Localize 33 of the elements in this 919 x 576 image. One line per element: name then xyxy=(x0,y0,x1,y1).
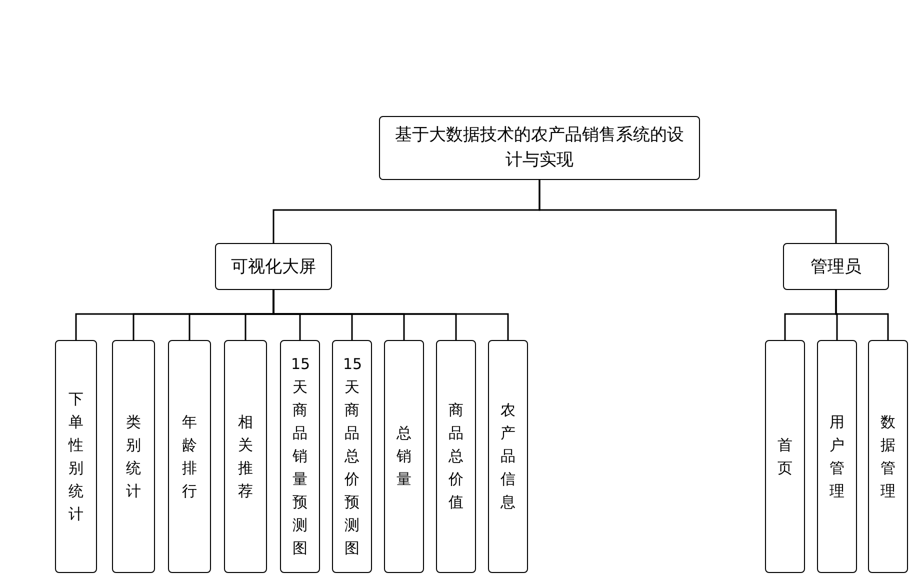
function-box xyxy=(224,340,267,573)
node-label: 农产品信息 xyxy=(500,400,516,513)
function-box xyxy=(112,340,155,573)
node-label: 类别统计 xyxy=(125,412,142,502)
function-box xyxy=(384,340,424,573)
function-box xyxy=(436,340,476,573)
function-box xyxy=(868,340,908,573)
function-box xyxy=(55,340,97,573)
function-box xyxy=(817,340,857,573)
function-box xyxy=(280,340,320,573)
connector-line xyxy=(835,290,889,340)
connector-line xyxy=(272,290,509,340)
function-box xyxy=(332,340,372,573)
node-label: 可视化大屏 xyxy=(231,256,316,278)
title-box xyxy=(379,116,700,180)
node-label: 商品总价值 xyxy=(448,400,464,513)
function-box xyxy=(765,340,805,573)
node-label: 年龄排行 xyxy=(181,412,198,502)
node-label: 基于大数据技术的农产品销售系统的设计与实现 xyxy=(394,124,685,172)
module-box xyxy=(783,243,889,290)
node-label: 总销量 xyxy=(396,423,412,490)
node-label: 首页 xyxy=(776,434,794,478)
module-box xyxy=(215,243,332,290)
node-label: 用户管理 xyxy=(828,412,846,502)
node-label: 15天商品总价预测图 xyxy=(343,354,361,559)
function-box xyxy=(488,340,528,573)
function-box xyxy=(168,340,211,573)
node-label: 数据管理 xyxy=(880,412,896,502)
connector-line xyxy=(538,180,837,243)
node-label: 下单性别统计 xyxy=(67,388,84,524)
node-label: 相关推荐 xyxy=(237,412,254,502)
node-label: 管理员 xyxy=(810,256,862,278)
node-label: 15天商品销量预测图 xyxy=(291,354,309,559)
